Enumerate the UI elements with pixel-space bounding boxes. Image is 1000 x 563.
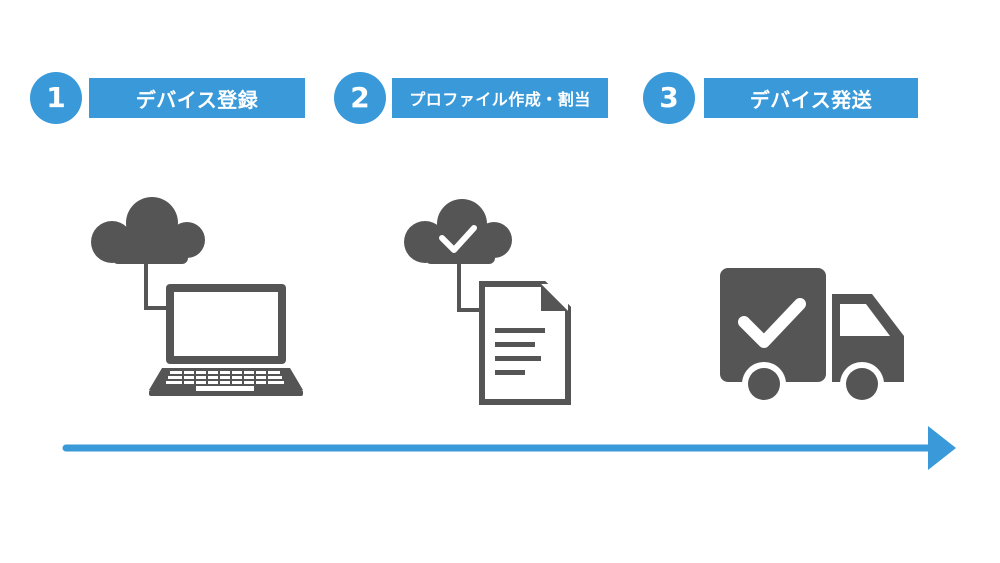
step-1-label: デバイス登録 — [89, 78, 305, 118]
step-1-number-badge: 1 — [30, 72, 82, 124]
timeline-arrow — [62, 426, 956, 470]
step-3-number-badge: 3 — [643, 72, 695, 124]
step-2-label: プロファイル作成・割当 — [392, 78, 608, 118]
cloud-laptop-icon — [91, 197, 303, 396]
step-2-number-badge: 2 — [334, 72, 386, 124]
truck-check-icon — [720, 268, 904, 406]
cloud-check-document-icon — [404, 199, 571, 405]
step-3-label: デバイス発送 — [704, 78, 918, 118]
